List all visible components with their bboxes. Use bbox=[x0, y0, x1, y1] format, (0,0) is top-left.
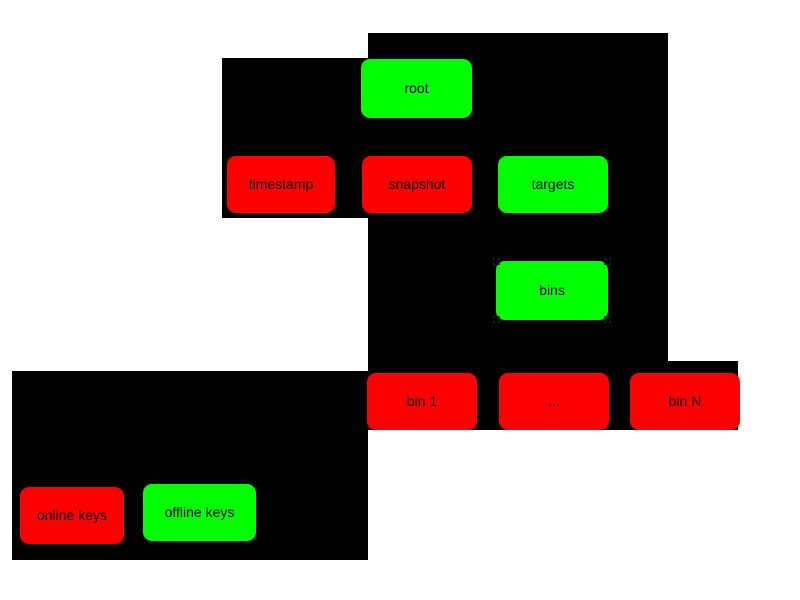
node-offline-keys[interactable]: offline keys bbox=[143, 484, 256, 541]
node-snapshot[interactable]: snapshot bbox=[362, 156, 472, 213]
node-bin-ellipsis[interactable]: ... bbox=[499, 373, 609, 430]
node-label-root: root bbox=[404, 79, 429, 96]
node-timestamp[interactable]: timestamp bbox=[227, 156, 335, 213]
node-label-online-keys: online keys bbox=[36, 506, 108, 523]
node-bins[interactable]: bins bbox=[493, 258, 611, 323]
node-targets[interactable]: targets bbox=[498, 156, 608, 213]
node-label-snapshot: snapshot bbox=[388, 175, 446, 192]
node-online-keys[interactable]: online keys bbox=[20, 487, 124, 544]
node-bin-n[interactable]: bin N bbox=[630, 373, 740, 430]
selection-handle-br[interactable] bbox=[604, 316, 611, 323]
node-label-timestamp: timestamp bbox=[248, 175, 314, 192]
node-label-bin-n: bin N bbox=[668, 392, 702, 409]
node-label-bin-ellipsis: ... bbox=[548, 392, 560, 409]
selection-handle-tr[interactable] bbox=[604, 258, 611, 265]
selection-handle-bl[interactable] bbox=[493, 316, 500, 323]
node-bin-1[interactable]: bin 1 bbox=[367, 373, 477, 430]
node-root[interactable]: root bbox=[361, 59, 472, 118]
node-label-bins: bins bbox=[539, 281, 565, 298]
node-label-offline-keys: offline keys bbox=[164, 503, 235, 520]
node-label-targets: targets bbox=[531, 175, 575, 192]
selection-handle-tl[interactable] bbox=[493, 258, 500, 265]
node-label-bin-1: bin 1 bbox=[406, 392, 438, 409]
